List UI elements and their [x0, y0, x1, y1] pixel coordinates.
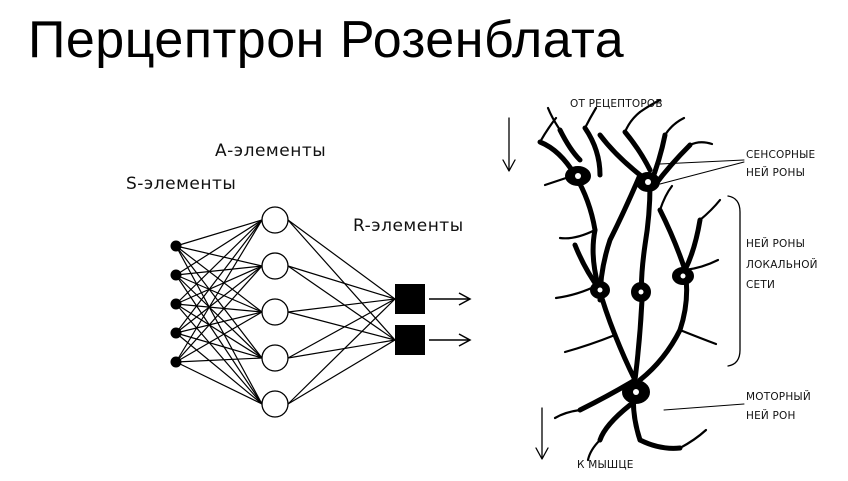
a-elements-label: А-элементы [215, 141, 327, 161]
output-arrow-icon [429, 333, 472, 347]
a-element-node [261, 390, 289, 418]
a-element-node [261, 344, 289, 372]
s-element-node [170, 327, 182, 339]
local-net-label-line2: ЛОКАЛЬНОЙ [746, 259, 818, 271]
a-element-node [261, 206, 289, 234]
bracket-icon [727, 195, 741, 367]
connection-s-a [175, 303, 263, 405]
connection-a-r [287, 298, 396, 313]
connection-s-a [175, 245, 263, 313]
s-element-node [170, 298, 182, 310]
connection-s-a [175, 332, 263, 359]
r-element-node [395, 284, 425, 314]
connection-s-a [175, 303, 263, 359]
connection-s-a [175, 219, 263, 305]
connection-s-a [175, 245, 263, 405]
sensory-label-line2: НЕЙ РОНЫ [746, 167, 806, 179]
a-element-node [261, 252, 289, 280]
connection-s-a [175, 357, 263, 363]
s-elements-label: S-элементы [126, 174, 237, 194]
connection-a-r [287, 265, 396, 341]
connection-s-a [175, 219, 263, 363]
down-arrow-icon [535, 407, 549, 460]
from-receptors-label: ОТ РЕЦЕПТОРОВ [570, 98, 663, 110]
r-element-node [395, 325, 425, 355]
connection-s-a [175, 265, 263, 305]
to-muscle-label: К МЫШЦЕ [577, 459, 634, 471]
connection-s-a [175, 311, 263, 334]
connection-a-r [287, 219, 396, 300]
connection-s-a [175, 274, 263, 405]
a-element-node [261, 298, 289, 326]
connection-s-a [175, 219, 263, 247]
connection-s-a [175, 274, 263, 313]
sensory-label-line1: СЕНСОРНЫЕ [746, 149, 816, 161]
connection-a-r [287, 339, 396, 359]
connection-s-a [175, 265, 263, 363]
r-elements-label: R-элементы [353, 216, 464, 236]
connection-s-a [175, 219, 263, 276]
local-net-label-line1: НЕЙ РОНЫ [746, 238, 806, 250]
motor-label-line1: МОТОРНЫЙ [746, 391, 811, 403]
motor-label-line2: НЕЙ РОН [746, 410, 796, 422]
connection-s-a [175, 245, 263, 267]
perceptron-connections [175, 219, 396, 405]
connection-a-r [287, 311, 396, 341]
connection-a-r [287, 339, 396, 405]
connection-s-a [175, 274, 263, 359]
connection-s-a [175, 219, 263, 334]
down-arrow-icon [502, 117, 516, 172]
connection-s-a [175, 332, 263, 405]
slide-title: Перцептрон Розенблата [28, 11, 625, 69]
s-element-node [170, 356, 182, 368]
connection-s-a [175, 245, 263, 359]
perceptron-nodes [170, 206, 472, 418]
connection-s-a [175, 311, 263, 363]
s-element-node [170, 269, 182, 281]
connection-s-a [175, 361, 263, 405]
connection-a-r [287, 298, 396, 405]
connection-s-a [175, 303, 263, 313]
connection-s-a [175, 265, 263, 334]
connection-a-r [287, 265, 396, 300]
s-element-node [170, 240, 182, 252]
connection-s-a [175, 265, 263, 276]
output-arrow-icon [429, 292, 472, 306]
connection-a-r [287, 298, 396, 359]
local-net-label-line3: СЕТИ [746, 279, 776, 291]
connection-a-r [287, 219, 396, 341]
